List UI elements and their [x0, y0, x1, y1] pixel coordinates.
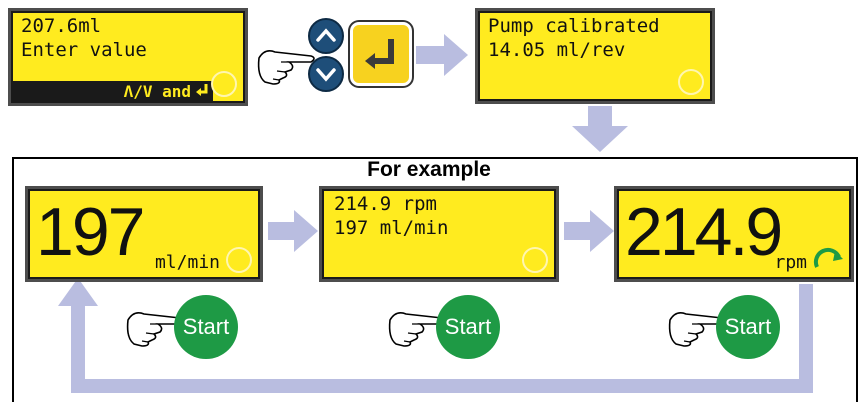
display-pump-calibrated: Pump calibrated 14.05 ml/rev [475, 8, 715, 104]
enter-button[interactable] [350, 22, 412, 86]
start-button[interactable]: Start [436, 295, 500, 359]
status-ring [678, 69, 704, 95]
down-arrow-icon [316, 68, 336, 82]
big-value: 197 [36, 194, 145, 270]
footer-instruction: Λ/V and [123, 82, 191, 101]
up-arrow-icon [316, 28, 336, 42]
display-footer-bar: Λ/V and [13, 81, 213, 101]
arrow-down [572, 106, 628, 152]
start-button[interactable]: Start [716, 295, 780, 359]
display-flow-rate: 197 ml/min [25, 186, 263, 282]
hand-pointer-icon [388, 312, 446, 347]
display-line-2: 14.05 ml/rev [488, 39, 626, 61]
example-frame [12, 157, 858, 402]
rotation-icon [813, 247, 843, 268]
arrow-right-1 [416, 34, 468, 76]
unit-label: rpm [774, 252, 807, 273]
display-enter-value: 207.6ml Enter value Λ/V and [8, 8, 248, 106]
start-button[interactable]: Start [174, 295, 238, 359]
big-value: 214.9 [625, 194, 783, 270]
unit-label: ml/min [154, 252, 220, 273]
status-ring [522, 247, 548, 273]
enter-icon [365, 39, 394, 69]
status-ring [211, 71, 237, 97]
arrow-right-3 [564, 210, 614, 252]
display-line-2: 197 ml/min [334, 217, 449, 239]
display-line-1: 207.6ml [21, 15, 102, 37]
hand-pointer-icon [126, 312, 184, 347]
hand-pointer-icon [668, 312, 726, 347]
hand-pointer-icon [257, 50, 315, 85]
display-line-2: Enter value [21, 39, 147, 61]
display-info: 214.9 rpm 197 ml/min [319, 186, 559, 282]
display-line-1: 214.9 rpm [334, 193, 437, 215]
loop-arrow [58, 278, 813, 393]
down-button[interactable] [308, 56, 344, 92]
status-ring [226, 247, 252, 273]
enter-icon [195, 83, 209, 99]
section-title: For example [367, 158, 491, 181]
up-button[interactable] [308, 18, 344, 54]
display-speed: 214.9 rpm [614, 186, 854, 282]
arrow-right-2 [268, 210, 318, 252]
display-line-1: Pump calibrated [488, 15, 660, 37]
